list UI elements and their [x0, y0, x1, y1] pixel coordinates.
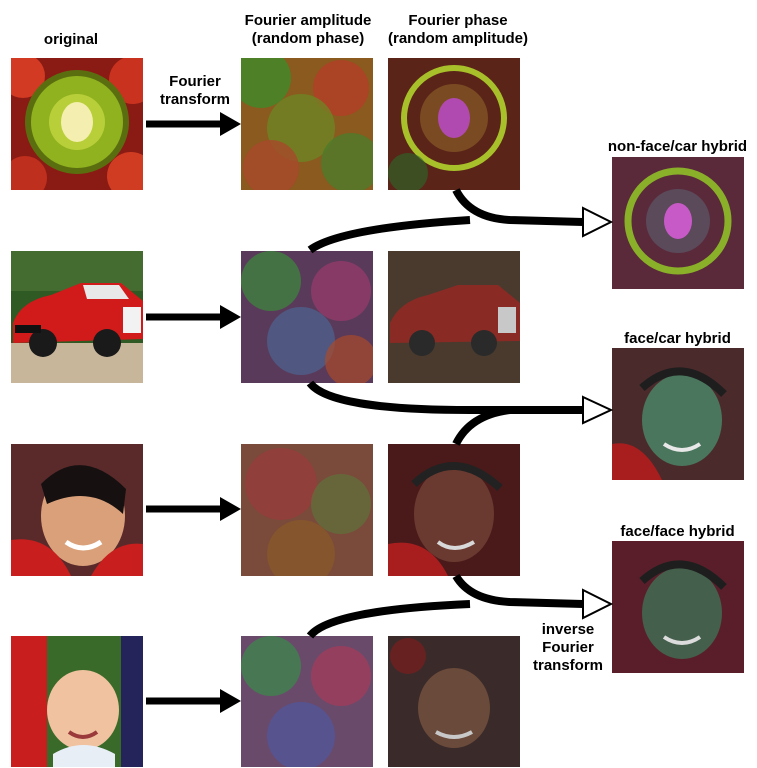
header-amplitude-line2: (random phase)	[251, 30, 365, 47]
inverse-label-line3: transform	[532, 657, 603, 674]
original-image-woman	[11, 444, 143, 576]
phase-image-woman	[388, 444, 520, 576]
combine-arrow-hybrid3	[306, 573, 584, 639]
hybrid-image-face-car	[612, 348, 744, 480]
header-fourier-phase: Fourier phase (random amplitude)	[378, 12, 538, 48]
inverse-label-line2: Fourier	[542, 639, 594, 656]
combine-arrow-hybrid2	[306, 380, 583, 446]
arrowhead-hybrid3	[582, 588, 614, 620]
combine-arrow-hybrid1	[307, 188, 584, 254]
hybrid-label-face-face: face/face hybrid	[620, 523, 735, 540]
arrowhead-hybrid2	[582, 395, 614, 425]
inverse-transform-label: inverse Fourier transform	[528, 621, 608, 675]
original-image-kiwi	[11, 58, 143, 190]
hybrid-label-non-face-car: non-face/car hybrid	[607, 138, 748, 155]
header-amplitude-line1: Fourier amplitude	[244, 12, 372, 29]
amplitude-image-kiwi	[241, 58, 373, 190]
header-phase-line1: Fourier phase	[408, 12, 508, 29]
phase-image-car	[388, 251, 520, 383]
forward-transform-label: Fourier transform	[150, 73, 240, 109]
amplitude-image-car	[241, 251, 373, 383]
hybrid-image-face-face	[612, 541, 744, 673]
phase-image-baby	[388, 636, 520, 768]
phase-image-kiwi	[388, 58, 520, 190]
header-original: original	[43, 31, 99, 48]
original-image-car	[11, 251, 143, 383]
hybrid-image-non-face-car	[612, 157, 744, 289]
amplitude-image-woman	[241, 444, 373, 576]
header-phase-line2: (random amplitude)	[387, 30, 528, 47]
forward-arrow-row1	[146, 112, 241, 136]
forward-label-line2: transform	[159, 91, 230, 108]
header-fourier-amplitude: Fourier amplitude (random phase)	[228, 12, 388, 48]
forward-arrow-row3	[146, 497, 241, 521]
amplitude-image-baby	[241, 636, 373, 768]
inverse-label-line1: inverse	[541, 621, 595, 638]
forward-arrow-row4	[146, 689, 241, 713]
hybrid-label-face-car: face/car hybrid	[624, 330, 731, 347]
forward-arrow-row2	[146, 305, 241, 329]
original-image-baby	[11, 636, 143, 768]
forward-label-line1: Fourier	[169, 73, 221, 90]
arrowhead-hybrid1	[582, 206, 614, 238]
